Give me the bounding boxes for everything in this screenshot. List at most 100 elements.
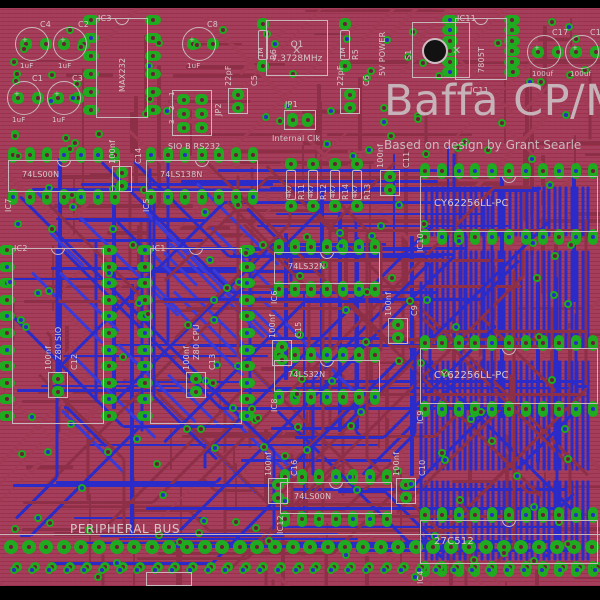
- pad-drill: [89, 36, 93, 40]
- pad-drill: [245, 397, 249, 402]
- via-drill: [283, 499, 287, 503]
- via-drill: [548, 183, 552, 187]
- pad: [571, 401, 582, 417]
- via-drill: [258, 568, 263, 572]
- pad: [338, 281, 348, 297]
- via: [69, 203, 77, 211]
- pad-drill: [574, 169, 579, 173]
- via: [564, 540, 572, 548]
- pad: [384, 171, 396, 182]
- pad-drill: [143, 364, 147, 369]
- pad-drill: [245, 297, 249, 302]
- resistor-outline-r14: [330, 170, 340, 200]
- via-drill: [406, 55, 410, 59]
- via-drill: [170, 568, 175, 572]
- pad-drill: [456, 169, 461, 173]
- via-drill: [522, 568, 527, 572]
- via-drill: [19, 318, 23, 322]
- pad: [487, 335, 498, 351]
- pad: [59, 147, 69, 163]
- resistor-outline-r5: [340, 30, 350, 60]
- pad: [554, 507, 565, 523]
- via-drill: [325, 142, 329, 146]
- pad: [274, 281, 284, 297]
- via: [144, 310, 152, 318]
- via: [454, 144, 462, 152]
- via: [238, 566, 247, 574]
- pad-drill: [473, 407, 478, 411]
- via: [461, 138, 469, 146]
- via-drill: [244, 251, 248, 255]
- pad: [329, 200, 341, 212]
- pad: [0, 261, 15, 272]
- pad: [145, 105, 161, 115]
- pad: [276, 341, 288, 352]
- via: [27, 566, 36, 574]
- via: [256, 566, 265, 574]
- via: [394, 467, 402, 475]
- pad: [520, 401, 531, 417]
- pad-drill: [107, 331, 111, 335]
- via: [284, 102, 292, 110]
- pad-drill: [348, 105, 352, 110]
- pad-drill: [245, 380, 249, 385]
- pad-drill: [5, 297, 9, 302]
- via-drill: [399, 568, 404, 572]
- pad: [197, 189, 207, 205]
- via-drill: [161, 493, 165, 497]
- pad-drill: [574, 407, 579, 411]
- via-drill: [47, 186, 51, 190]
- pad-drill: [490, 407, 495, 411]
- via: [467, 566, 476, 574]
- pad: [116, 180, 128, 191]
- via-drill: [479, 410, 483, 414]
- via: [71, 139, 79, 147]
- pad-drill: [5, 380, 9, 385]
- via: [528, 155, 536, 163]
- via-drill: [539, 80, 543, 84]
- via: [195, 529, 203, 537]
- pad: [76, 189, 86, 205]
- pad: [232, 102, 244, 113]
- pad-drill: [591, 513, 595, 517]
- pad: [470, 229, 481, 245]
- pad: [351, 158, 363, 170]
- via: [420, 220, 428, 228]
- pad: [280, 511, 290, 527]
- pad-drill: [62, 42, 66, 46]
- pad: [127, 540, 142, 554]
- pad-drill: [591, 341, 595, 345]
- pad-drill: [283, 475, 287, 479]
- resistor-outline-r13: [352, 170, 362, 200]
- pad: [52, 386, 64, 397]
- pad: [552, 46, 564, 58]
- pad: [137, 261, 153, 272]
- via-drill: [254, 526, 258, 530]
- via: [291, 369, 299, 377]
- via-drill: [329, 109, 333, 113]
- via: [456, 496, 464, 504]
- pad: [537, 507, 548, 523]
- pad: [32, 92, 44, 104]
- pad-drill: [385, 475, 389, 479]
- via: [223, 284, 231, 292]
- via-drill: [234, 520, 238, 524]
- via: [538, 566, 546, 574]
- via-drill: [389, 134, 393, 138]
- pad-drill: [325, 545, 330, 549]
- via: [11, 525, 19, 533]
- via-drill: [107, 271, 111, 275]
- pad: [453, 401, 464, 417]
- via-drill: [157, 41, 161, 45]
- pad: [12, 92, 24, 104]
- pad-drill: [289, 162, 293, 166]
- pad: [0, 311, 15, 322]
- pad: [163, 147, 173, 163]
- pad-drill: [357, 245, 361, 249]
- pad-drill: [89, 18, 93, 22]
- via-drill: [502, 551, 506, 555]
- via: [432, 566, 441, 574]
- pad-drill: [385, 517, 389, 521]
- pad: [384, 184, 396, 195]
